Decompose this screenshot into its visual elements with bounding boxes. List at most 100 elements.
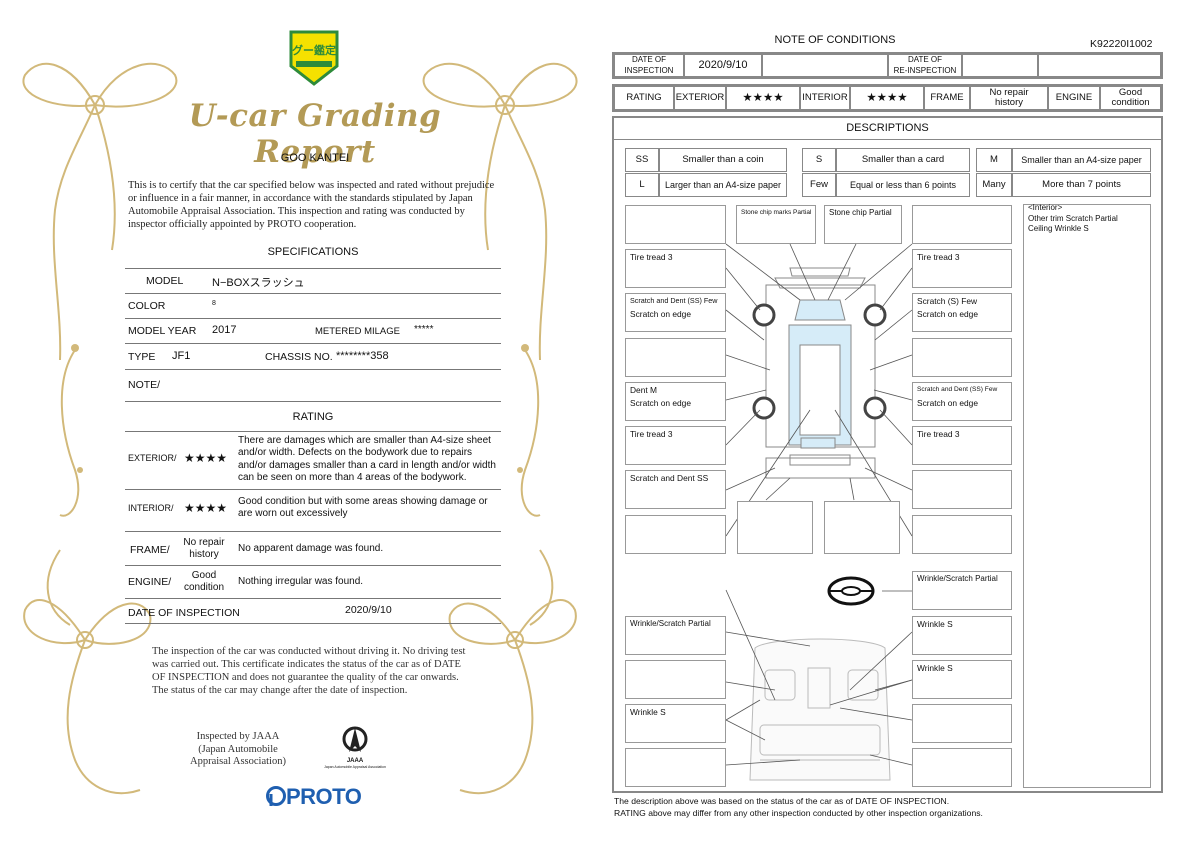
jaaa-logo-sub: Japan Automobile Appraisal Association — [324, 765, 386, 769]
frame-label: FRAME — [924, 86, 970, 110]
interior-notes: <Interior> Other trim Scratch Partial Ce… — [1028, 203, 1118, 233]
divider — [125, 431, 501, 432]
annotation-box: Wrinkle/Scratch Partial — [625, 616, 726, 655]
annotation-box: Tire tread 3 — [912, 249, 1012, 288]
note-label: NOTE/ — [128, 379, 161, 391]
divider — [125, 318, 501, 319]
annotation-text: Scratch and Dent SS — [630, 473, 709, 483]
engine-label: ENGINE/ — [128, 576, 172, 588]
inspection-date-value: 2020/9/10 — [684, 54, 762, 77]
annotation-text: Wrinkle/Scratch Partial — [917, 574, 998, 583]
annotation-box: Wrinkle S — [912, 616, 1012, 655]
chassis-label: CHASSIS NO. — [265, 351, 333, 363]
interior-label: INTERIOR — [800, 86, 850, 110]
car-diagram — [725, 243, 913, 781]
proto-logo-text: PROTO — [286, 784, 362, 809]
annotation-box: Wrinkle S — [912, 660, 1012, 699]
exterior-description: There are damages which are smaller than… — [238, 435, 496, 483]
date-row — [612, 52, 1163, 79]
legend-text: More than 7 points — [1012, 173, 1151, 197]
type-value: JF1 — [172, 350, 191, 362]
rating-row — [612, 84, 1163, 112]
annotation-box — [912, 338, 1012, 377]
frame-label: FRAME/ — [130, 544, 170, 556]
metered-mileage-value: ***** — [414, 324, 434, 335]
annotation-box — [912, 205, 1012, 244]
annotation-text: Wrinkle S — [917, 663, 953, 673]
color-value: 8 — [212, 300, 216, 307]
annotation-box — [625, 205, 726, 244]
annotation-box: Stone chip Partial — [824, 205, 902, 244]
legend-code: M — [976, 148, 1012, 172]
annotation-box: Wrinkle/Scratch Partial — [912, 571, 1012, 610]
legend-text: Smaller than a card — [836, 148, 970, 172]
divider — [125, 489, 501, 490]
interior-notes-panel — [1023, 204, 1151, 788]
legend-text: Smaller than an A4-size paper — [1012, 148, 1151, 172]
steering-wheel-icon — [827, 576, 875, 606]
annotation-text: Tire tread 3 — [917, 252, 960, 262]
jaaa-logo-icon: JAAA Japan Automobile Appraisal Associat… — [318, 724, 392, 778]
annotation-text: Stone chip marks Partial — [741, 209, 812, 216]
annotation-box — [625, 515, 726, 554]
divider — [125, 623, 501, 624]
metered-mileage-label: METERED MILAGE — [315, 326, 400, 337]
annotation-box — [737, 501, 813, 554]
exterior-stars: ★★★★ — [726, 86, 800, 110]
badge-text: グー鑑定 — [292, 43, 336, 57]
legend-code: Few — [802, 173, 836, 197]
annotation-box — [625, 748, 726, 787]
exterior-stars: ★★★★ — [184, 451, 228, 465]
annotation-text: Tire tread 3 — [917, 429, 960, 439]
jaaa-logo-text: JAAA — [346, 758, 364, 764]
rating-label: RATING — [614, 86, 674, 110]
divider — [125, 531, 501, 532]
divider — [125, 343, 501, 344]
frame-description: No apparent damage was found. — [238, 543, 384, 554]
annotation-box — [912, 704, 1012, 743]
annotation-text: Wrinkle S — [917, 619, 953, 629]
annotation-text: Wrinkle S — [630, 707, 666, 717]
blank-cell — [1038, 54, 1161, 77]
annotation-box — [625, 660, 726, 699]
legend-text: Larger than an A4-size paper — [659, 173, 787, 197]
divider — [125, 565, 501, 566]
engine-description: Nothing irregular was found. — [238, 576, 364, 587]
annotation-box: Wrinkle S — [625, 704, 726, 743]
blank-cell — [762, 54, 888, 77]
annotation-box — [912, 470, 1012, 509]
interior-stars: ★★★★ — [850, 86, 924, 110]
interior-stars: ★★★★ — [184, 501, 228, 515]
proto-logo-icon — [266, 786, 286, 806]
legend-code: S — [802, 148, 836, 172]
legend-code: L — [625, 173, 659, 197]
annotation-box — [625, 338, 726, 377]
descriptions-heading: DESCRIPTIONS — [614, 118, 1161, 140]
certificate-footnote: The inspection of the car was conducted … — [152, 646, 466, 696]
annotation-box: Stone chip marks Partial — [736, 205, 816, 244]
annotation-text: Tire tread 3 — [630, 429, 673, 439]
type-label: TYPE — [128, 351, 156, 363]
proto-logo: PROTO — [266, 784, 362, 810]
inspection-date-label: DATE OF INSPECTION — [128, 607, 240, 619]
exterior-label: EXTERIOR — [674, 86, 726, 110]
interior-description: Good condition but with some areas showi… — [238, 496, 488, 520]
annotation-box: Tire tread 3 — [912, 426, 1012, 465]
legend-code: SS — [625, 148, 659, 172]
legend-text: Smaller than a coin — [659, 148, 787, 172]
divider — [125, 268, 501, 269]
interior-label: INTERIOR/ — [128, 503, 174, 513]
rating-heading: RATING — [292, 411, 334, 423]
divider — [125, 598, 501, 599]
